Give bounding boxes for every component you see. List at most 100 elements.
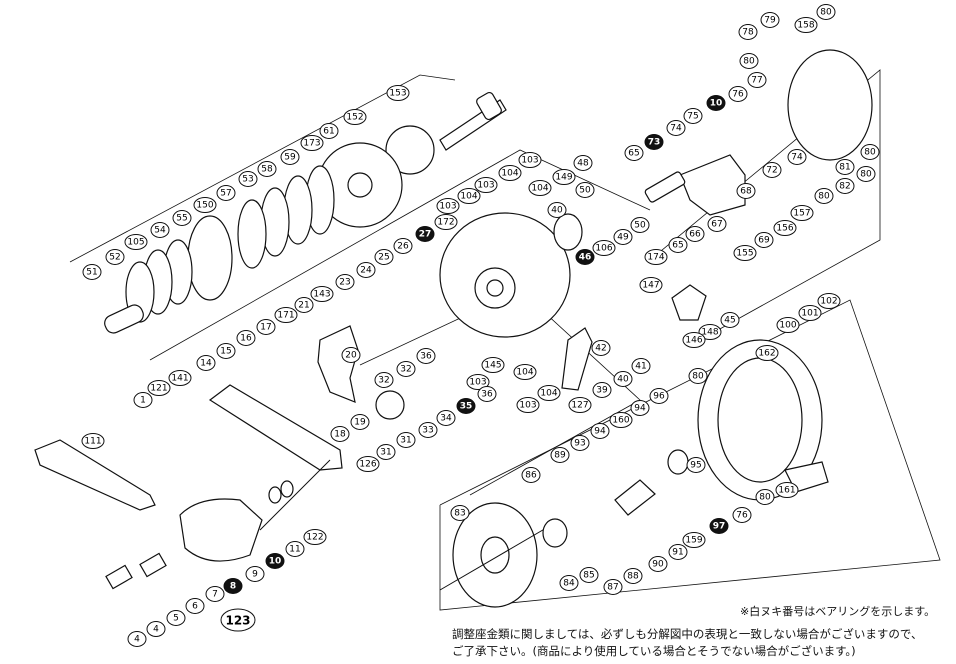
label-ring: [185, 598, 205, 614]
label-number: 39: [596, 386, 608, 396]
label-ring: [755, 345, 779, 361]
label-ring: [166, 610, 186, 626]
label-number: 76: [732, 90, 744, 100]
label-number: 145: [484, 361, 501, 371]
label-ring: [591, 340, 611, 356]
label-ring: [787, 149, 807, 165]
label-ring: [573, 155, 593, 171]
label-number: 102: [820, 297, 837, 307]
label-ring: [518, 152, 542, 168]
spool-bearing-sleeve: [553, 213, 583, 251]
part-label-103: 103: [516, 397, 540, 413]
label-ring: [590, 423, 610, 439]
handle-arm: [208, 384, 343, 471]
label-number: 160: [612, 416, 629, 426]
spool-hub: [480, 536, 510, 574]
label-ring: [450, 505, 470, 521]
label-ring: [356, 262, 376, 278]
part-label-149: 149: [552, 169, 576, 185]
label-ring: [498, 165, 522, 181]
label-ring: [513, 364, 537, 380]
part-label-93: 93: [570, 435, 590, 451]
label-ring: [609, 412, 633, 428]
label-ring: [124, 234, 148, 250]
label-ring: [575, 182, 595, 198]
washer-note-line-1: 調整座金類に関しましては、必ずしも分解図中の表現と一致しない場合がございますので…: [452, 627, 923, 641]
label-ring: [644, 134, 664, 150]
label-number: 123: [225, 614, 250, 628]
label-number: 6: [192, 602, 198, 612]
label-ring: [762, 162, 782, 178]
label-ring: [623, 568, 643, 584]
part-label-106: 106: [592, 240, 616, 256]
shaft-collar: [476, 91, 502, 121]
label-ring: [592, 240, 616, 256]
part-label-69: 69: [754, 232, 774, 248]
part-label-146: 146: [682, 332, 706, 348]
label-ring: [739, 53, 759, 69]
label-number: 103: [519, 401, 536, 411]
label-ring: [436, 198, 460, 214]
label-number: 41: [635, 362, 646, 372]
label-number: 72: [766, 166, 777, 176]
label-number: 61: [323, 127, 334, 137]
label-ring: [835, 159, 855, 175]
part-label-155: 155: [733, 245, 757, 261]
spool-shaft: [439, 519, 561, 591]
label-ring: [81, 433, 105, 449]
part-label-91: 91: [668, 544, 688, 560]
label-ring: [127, 631, 147, 647]
label-number: 127: [571, 401, 588, 411]
part-label-16: 16: [236, 330, 256, 346]
reel-frame-inner: [717, 357, 803, 483]
right-side-cover: [787, 49, 873, 161]
part-label-145: 145: [481, 357, 505, 373]
part-label-41: 41: [631, 358, 651, 374]
label-ring: [205, 586, 225, 602]
label-number: 68: [740, 187, 752, 197]
part-label-10: 10: [706, 95, 726, 111]
label-number: 34: [440, 414, 452, 424]
label-number: 84: [563, 579, 575, 589]
label-ring: [481, 357, 505, 373]
handle-axis: [259, 459, 331, 531]
part-label-121: 121: [147, 380, 171, 396]
part-label-51: 51: [82, 264, 102, 280]
part-label-103: 103: [436, 198, 460, 214]
part-label-80: 80: [688, 368, 708, 384]
label-number: 76: [736, 511, 748, 521]
label-number: 69: [758, 236, 770, 246]
label-ring: [245, 566, 265, 582]
label-ring: [396, 361, 416, 377]
label-number: 48: [577, 159, 589, 169]
label-ring: [790, 205, 814, 221]
washer-d: [237, 199, 267, 269]
label-ring: [707, 216, 727, 232]
drag-shaft-end: [104, 304, 144, 334]
part-label-61: 61: [319, 123, 339, 139]
label-number: 80: [759, 493, 771, 503]
label-number: 40: [617, 375, 629, 385]
label-number: 157: [793, 209, 810, 219]
label-number: 73: [648, 138, 661, 148]
frame-spool-assembly: [439, 339, 829, 608]
handle-knob: [179, 498, 263, 562]
label-number: 42: [595, 344, 606, 354]
upper-frame-line: [69, 74, 456, 263]
part-label-72: 72: [762, 162, 782, 178]
part-label-141: 141: [168, 370, 192, 386]
label-ring: [168, 370, 192, 386]
part-label-31: 31: [396, 432, 416, 448]
part-label-76: 76: [728, 86, 748, 102]
part-label-46: 46: [575, 249, 595, 265]
part-label-94: 94: [630, 400, 650, 416]
label-number: 11: [289, 545, 300, 555]
part-label-74: 74: [666, 120, 686, 136]
label-ring: [528, 180, 552, 196]
label-ring: [280, 149, 300, 165]
label-number: 173: [303, 139, 320, 149]
label-number: 4: [134, 635, 140, 645]
label-number: 103: [469, 378, 486, 388]
